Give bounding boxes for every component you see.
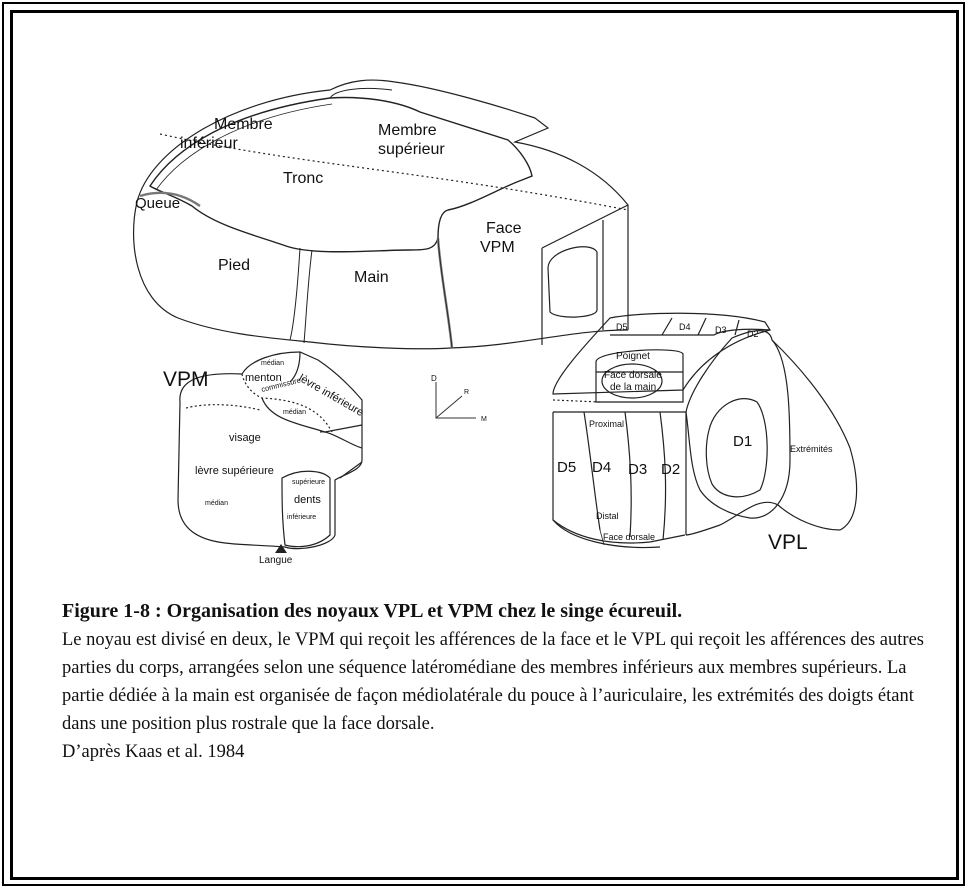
axis-m-label: M: [481, 416, 487, 423]
label-membre-inferieur-2: inférieur: [180, 135, 238, 152]
caption-title: Figure 1-8 : Organisation des noyaux VPL…: [62, 600, 683, 622]
label-d5: D5: [557, 459, 576, 476]
label-d4-top: D4: [679, 322, 691, 332]
label-d2: D2: [661, 461, 680, 478]
label-queue: Queue: [135, 195, 180, 212]
vpm-diagram: [177, 351, 363, 550]
caption-source: D’après Kaas et al. 1984: [62, 742, 245, 762]
label-visage: visage: [229, 432, 261, 444]
caption-body: Le noyau est divisé en deux, le VPM qui …: [62, 630, 924, 734]
label-membre-superieur-1: Membre: [378, 122, 437, 139]
vpl-hand-diagram: [552, 312, 858, 549]
label-face-dorsale: Face dorsale: [603, 532, 655, 542]
label-membre-superieur-2: supérieur: [378, 141, 445, 158]
label-proximal: Proximal: [589, 419, 624, 429]
label-median-low: médian: [205, 500, 228, 507]
label-face-dorsale-main-1: Face dorsale: [604, 370, 662, 381]
label-levre-inferieure: lèvre inférieure: [297, 372, 366, 419]
label-menton: menton: [245, 372, 282, 384]
label-membre-inferieur-1: Membre: [214, 116, 273, 133]
label-median-mid: médian: [283, 409, 306, 416]
label-main: Main: [354, 269, 389, 286]
label-poignet: Poignet: [616, 351, 650, 362]
label-levre-superieure: lèvre supérieure: [195, 465, 274, 477]
axis-r-label: R: [464, 389, 469, 396]
label-superieure: supérieure: [292, 479, 325, 486]
axis-d-label: D: [431, 374, 437, 383]
figure-caption: Figure 1-8 : Organisation des noyaux VPL…: [62, 596, 942, 766]
label-vpl-title: VPL: [768, 531, 808, 554]
label-d4: D4: [592, 459, 611, 476]
label-face-dorsale-main-2: de la main: [610, 382, 656, 393]
label-tronc: Tronc: [283, 170, 323, 187]
label-extremites: Extrémités: [790, 444, 833, 454]
label-d5-top: D5: [616, 322, 628, 332]
inner-border: [10, 10, 959, 880]
label-distal: Distal: [596, 511, 619, 521]
langue-marker: [275, 544, 287, 553]
label-d2-top: D2: [747, 329, 759, 339]
label-langue: Langue: [259, 555, 293, 566]
label-face-1: Face: [486, 220, 522, 237]
label-d3: D3: [628, 461, 647, 478]
label-vpm-title: VPM: [163, 368, 209, 391]
label-face-2: VPM: [480, 239, 515, 256]
label-pied: Pied: [218, 257, 250, 274]
label-inferieure: inférieure: [287, 514, 316, 521]
vpl-3d-overview: [132, 79, 629, 350]
label-median-top: médian: [261, 360, 284, 367]
label-d1: D1: [733, 433, 752, 450]
label-dents: dents: [294, 494, 321, 506]
orientation-axes: [435, 382, 476, 419]
label-d3-top: D3: [715, 325, 727, 335]
